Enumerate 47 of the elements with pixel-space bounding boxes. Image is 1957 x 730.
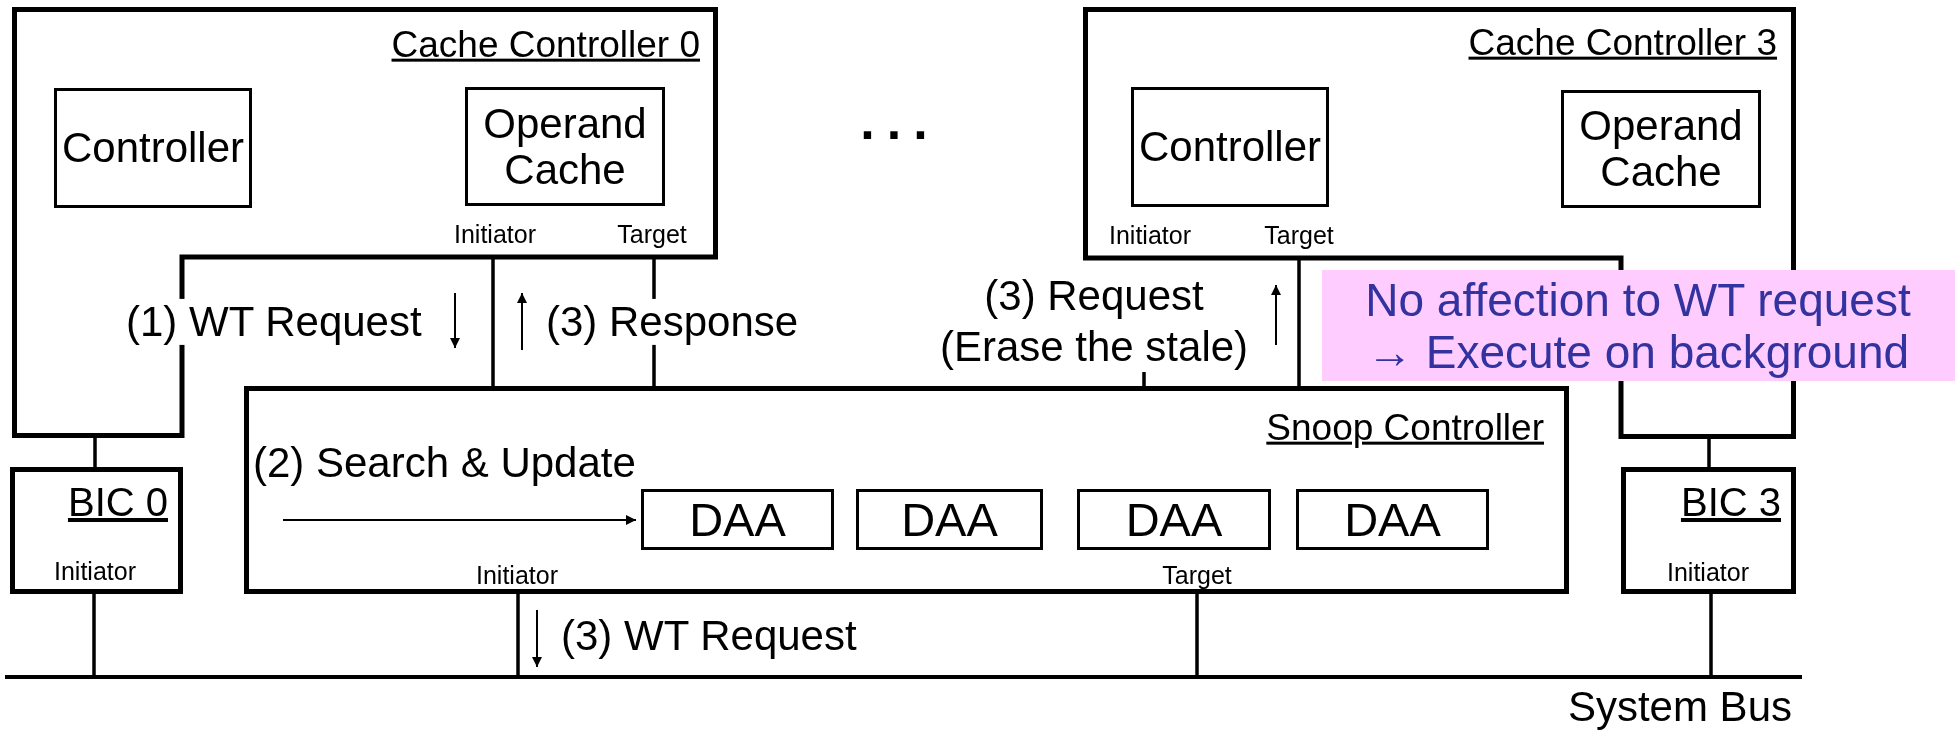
ellipsis: ... [859,93,941,151]
port-label: Target [617,221,687,249]
box-label: DAA [900,493,999,546]
connector-line [92,594,96,675]
box-label: Operand Cache [1578,102,1744,196]
connector-line [1297,258,1301,386]
box-label: DAA [1124,493,1224,546]
arrow [282,515,637,525]
box-label: Operand Cache [482,100,648,193]
operand-cache-box [1561,90,1761,208]
box-title: Snoop Controller [1266,407,1544,449]
connector-line [1709,594,1713,675]
note-box [1322,270,1955,381]
port-label: Initiator [1109,222,1191,250]
box-title: Cache Controller 3 [1468,22,1777,64]
controller-box [54,88,252,208]
box-label: Controller [60,124,246,172]
daa-box [641,489,834,550]
daa-box [1077,489,1271,550]
operand-cache-box [465,87,665,206]
connector-line [93,438,97,467]
note-text: → Execute on background [1366,326,1910,378]
note-text: No affection to WT request [1365,274,1911,326]
snoop-controller-box [244,386,1569,594]
port-label: Initiator [54,558,136,586]
daa-box [856,489,1043,550]
box-label: DAA [688,493,787,546]
port-label: Target [1264,222,1334,250]
bus-interface-box [1621,467,1796,594]
box-title: BIC 0 [67,480,168,524]
port-label: Initiator [476,562,558,590]
bus-interface-box [10,467,183,594]
connector-line [491,257,495,386]
box-label: Controller [1137,123,1323,171]
connector-line [1707,439,1711,467]
box-title: System Bus [1567,683,1792,730]
connector-line [516,594,520,675]
connector-line [1195,594,1199,675]
port-label: Initiator [454,221,536,249]
port-label: Target [1162,562,1232,590]
port-label: Initiator [1667,559,1749,587]
system-bus [5,675,1802,730]
daa-box [1296,489,1489,550]
controller-box [1131,87,1329,207]
box-title: Cache Controller 0 [391,24,700,66]
box-title: BIC 3 [1680,480,1781,524]
box-label: DAA [1343,493,1442,546]
